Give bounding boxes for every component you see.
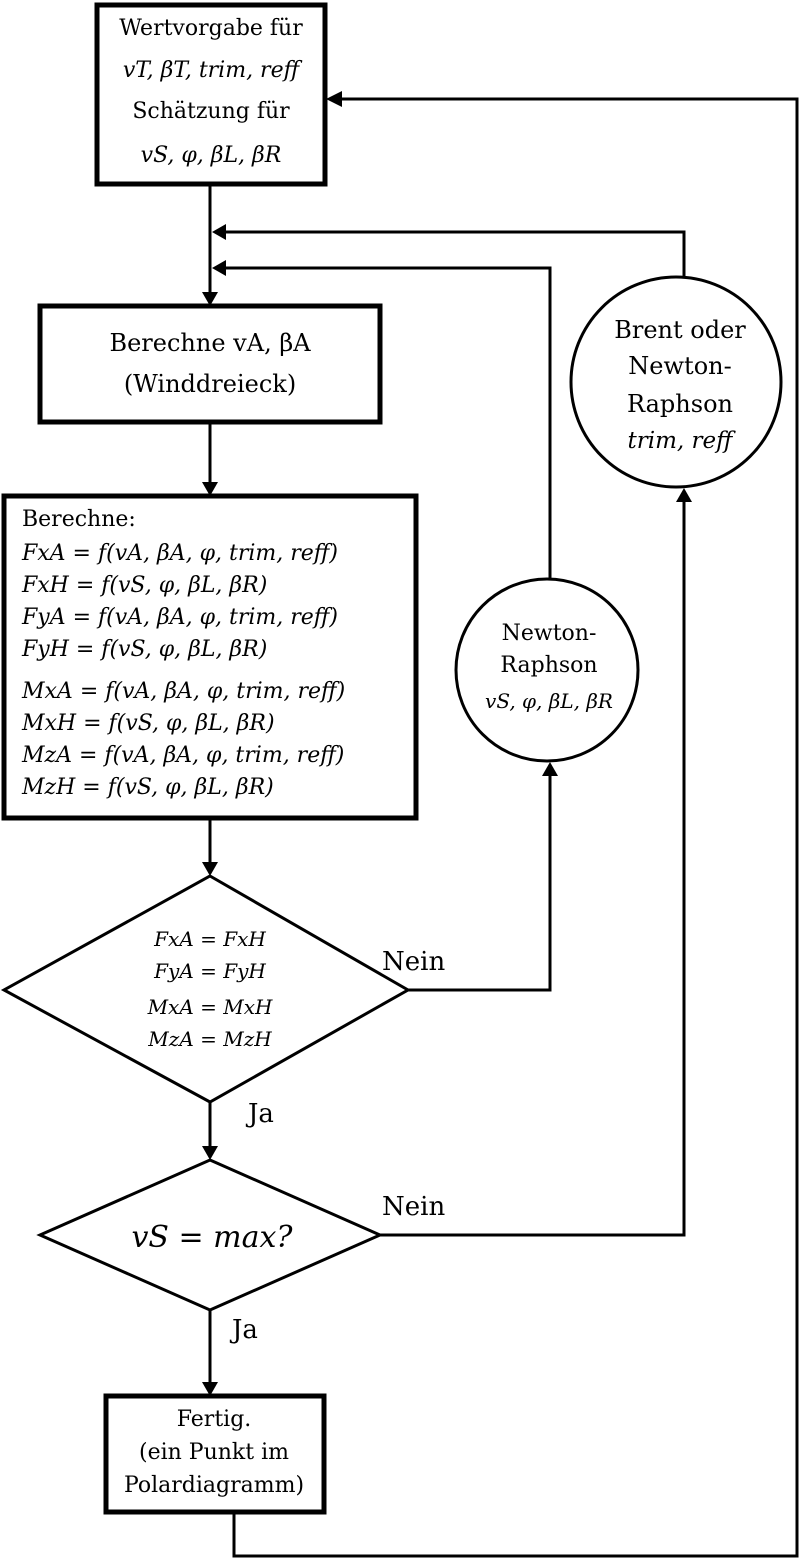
start-box: Wertvorgabe für vT, βT, trim, reff Schät… (94, 2, 328, 187)
calc-box: Berechne: FxA = f(vA, βA, φ, trim, reff)… (1, 493, 419, 821)
arrowhead-into-speed-decision (202, 1146, 218, 1160)
calc-box-heading: Berechne: (22, 507, 136, 532)
arrow-speed-no-to-brent (380, 500, 686, 1237)
start-box-line-1: Wertvorgabe für (119, 16, 303, 41)
arrowhead-into-newton-circle (542, 762, 558, 776)
arrowhead-into-balance-decision (202, 862, 218, 876)
connectors (202, 91, 799, 1558)
start-box-line-3: Schätzung für (132, 99, 290, 124)
calc-equation: MxA = f(vA, βA, φ, trim, reff) (21, 679, 345, 704)
start-box-line-4: vS, φ, βL, βR (141, 143, 282, 168)
balance-decision: FxA = FxH FyA = FyH MxA = MxH MzA = MzH (0, 874, 412, 1104)
end-box-line-2: (ein Punkt im (139, 1440, 289, 1465)
wind-box-line-2: (Winddreieck) (124, 370, 296, 398)
brent-circle-line-3: Raphson (627, 390, 733, 418)
wind-box-line-1: Berechne vA, βA (109, 329, 311, 357)
balance-yes-label: Ja (245, 1099, 274, 1129)
speed-yes-label: Ja (229, 1315, 258, 1345)
end-box-line-1: Fertig. (177, 1407, 252, 1432)
arrow-end-return-to-start (232, 97, 799, 1558)
newton-raphson-circle: Newton- Raphson vS, φ, βL, βR (454, 577, 640, 763)
end-box: Fertig. (ein Punkt im Polardiagramm) (103, 1393, 327, 1515)
arrow-brent-return (222, 230, 686, 280)
calc-equation: FyA = f(vA, βA, φ, trim, reff) (21, 605, 338, 630)
balance-condition: MzA = MzH (147, 1027, 272, 1051)
speed-decision: vS = max? (36, 1158, 384, 1312)
balance-condition: FxA = FxH (153, 927, 266, 951)
arrow-balance-no-to-newton (408, 776, 552, 992)
arrowhead-into-calc-box (202, 482, 218, 496)
calc-equation: MzH = f(vS, φ, βL, βR) (21, 775, 274, 800)
calc-equation: MxH = f(vS, φ, βL, βR) (21, 711, 275, 736)
arrowhead-newton-return (212, 260, 226, 276)
balance-no-label: Nein (382, 947, 445, 977)
brent-circle: Brent oder Newton- Raphson trim, reff (569, 275, 783, 489)
arrowhead-into-start-box (326, 91, 342, 107)
brent-circle-line-2: Newton- (628, 352, 731, 380)
brent-circle-line-1: Brent oder (614, 316, 746, 344)
start-box-line-2: vT, βT, trim, reff (123, 58, 303, 83)
calc-equation: FxA = f(vA, βA, φ, trim, reff) (21, 541, 338, 566)
arrowhead-brent-return (212, 224, 226, 240)
end-box-line-3: Polardiagramm) (124, 1473, 304, 1498)
wind-box: Berechne vA, βA (Winddreieck) (37, 303, 383, 425)
newton-circle-line-2: Raphson (500, 653, 597, 678)
arrowhead-into-brent-circle (676, 488, 692, 502)
calc-equation: FxH = f(vS, φ, βL, βR) (21, 573, 267, 598)
newton-circle-line-1: Newton- (502, 621, 597, 646)
arrow-newton-return (222, 266, 552, 580)
balance-condition: MxA = MxH (147, 995, 273, 1019)
speed-no-label: Nein (382, 1192, 445, 1222)
balance-condition: FyA = FyH (153, 959, 266, 983)
arrowhead-into-wind-box (202, 292, 218, 306)
speed-condition: vS = max? (131, 1220, 293, 1255)
arrowhead-into-end-box (202, 1382, 218, 1396)
calc-equation: MzA = f(vA, βA, φ, trim, reff) (21, 743, 344, 768)
newton-circle-line-3: vS, φ, βL, βR (485, 689, 613, 713)
brent-circle-line-4: trim, reff (628, 428, 737, 454)
calc-equation: FyH = f(vS, φ, βL, βR) (21, 637, 267, 662)
